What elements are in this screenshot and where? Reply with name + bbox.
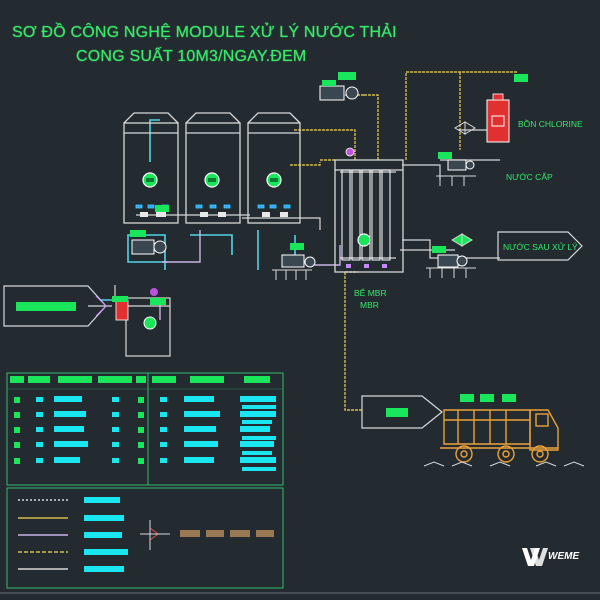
chlorine-pump-tag [438, 152, 452, 159]
diagram-subtitle: CONG SUẤT 10M3/NGAY.ĐEM [76, 48, 307, 65]
symbol-legend-labels [180, 530, 274, 537]
pump-lines [159, 230, 341, 320]
legend-text-bars [54, 396, 276, 471]
pump-left [131, 239, 167, 255]
pump-outlet [437, 254, 468, 268]
inlet-arrow [3, 285, 112, 327]
pump-left-tag [130, 230, 146, 237]
chlorine-tank-shape [486, 74, 528, 143]
pre-treatment-tank [125, 297, 171, 357]
legend-col2-tags [36, 397, 167, 463]
pre-tank-tag-2 [150, 298, 166, 305]
support-stands [272, 175, 476, 280]
diagram-title: SƠ ĐỒ CÔNG NGHỆ MODULE XỬ LÝ NƯỚC THẢI [12, 24, 397, 41]
tank-bottom-equipment [140, 212, 288, 217]
pump-tag-2 [155, 205, 169, 212]
line-style-legend [18, 499, 68, 570]
legend-frame [6, 372, 284, 589]
sludge-arrow [361, 395, 443, 429]
weme-logo-mark [522, 548, 548, 566]
tank-group-1 [123, 112, 301, 224]
mbr-inlet-valve-icon [345, 147, 355, 157]
sludge-tag [386, 408, 408, 417]
mbr-label: MBR [360, 300, 379, 310]
water-pipes [100, 119, 296, 301]
tap-water-label: NƯỚC CẤP [506, 172, 553, 182]
pre-tank-indicator [143, 316, 157, 330]
truck-tags [460, 394, 516, 402]
blower-tag [338, 72, 356, 80]
ground-marks [423, 461, 585, 467]
air-lines [290, 71, 518, 411]
chlorine-tank-label: BỒN CHLORINE [518, 119, 583, 129]
treated-water-label: NƯỚC SAU XỬ LÝ [503, 242, 578, 252]
brand-name: WEME [548, 551, 580, 562]
pre-tank-pump [115, 299, 129, 321]
pump-chlorine [447, 159, 475, 171]
sludge-truck [440, 409, 559, 463]
pump-mid [281, 254, 316, 268]
tank-indicator-marks [146, 178, 278, 182]
inlet-marker [95, 295, 107, 317]
treated-water-arrow [497, 231, 583, 261]
valve-stack [454, 121, 476, 135]
pre-tank-valve-icon [150, 288, 158, 296]
pump-mid-tag [290, 243, 304, 250]
mbr-diffusers [346, 264, 387, 268]
pre-tank-tag [112, 296, 128, 302]
mbr-tank [334, 159, 404, 273]
inlet-tag [16, 302, 76, 311]
symbol-legend [140, 520, 170, 550]
outlet-valve [451, 233, 473, 247]
line-style-labels [84, 497, 128, 572]
mbr-tank-label: BỂ MBR [354, 288, 387, 298]
mbr-membrane-modules [340, 169, 396, 261]
mbr-indicator [357, 233, 371, 247]
outlet-pump-tag [432, 246, 446, 253]
air-blower-top [319, 80, 359, 101]
legend-header-tags [10, 376, 270, 383]
legend-col1-tags [14, 397, 144, 464]
